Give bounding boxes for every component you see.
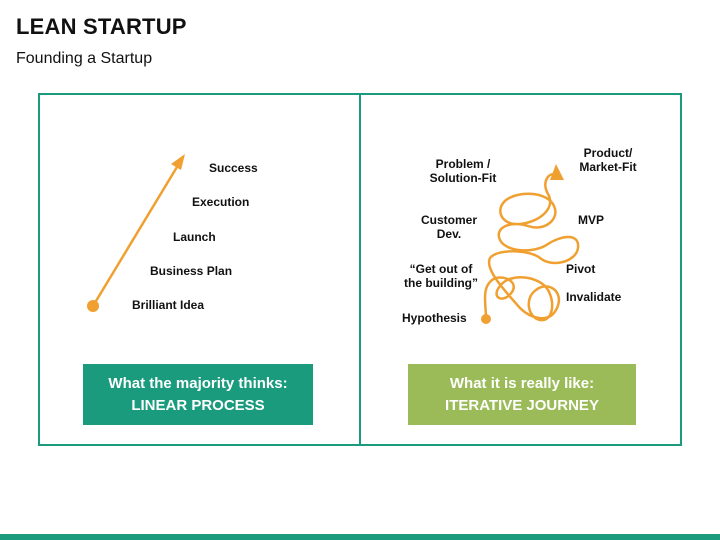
label-mvp: MVP — [578, 213, 605, 227]
label-customer-dev: Customer Dev. — [420, 213, 477, 241]
footer-accent-bar — [0, 534, 720, 540]
step-business-plan: Business Plan — [150, 264, 233, 278]
linear-arrow-head — [171, 154, 185, 170]
step-launch: Launch — [173, 230, 216, 244]
iterative-start-dot — [481, 314, 491, 324]
iterative-arrow-head — [550, 164, 564, 180]
linear-arrow-line — [91, 161, 182, 307]
page-subtitle: Founding a Startup — [16, 50, 153, 67]
iterative-squiggle — [481, 164, 580, 324]
iterative-panel — [359, 93, 682, 446]
linear-process-caption: What the majority thinks: LINEAR PROCESS — [83, 364, 313, 425]
step-brilliant-idea: Brilliant Idea — [132, 298, 205, 312]
label-problem-solution-fit: Problem / Solution-Fit — [429, 157, 497, 185]
iterative-journey-caption: What it is really like: ITERATIVE JOURNE… — [408, 364, 636, 425]
page-title: LEAN STARTUP — [16, 14, 187, 39]
step-success: Success — [209, 161, 258, 175]
linear-start-dot — [87, 300, 99, 312]
linear-arrow — [87, 154, 185, 312]
label-invalidate: Invalidate — [566, 290, 622, 304]
label-get-out-of-building: “Get out of the building” — [404, 262, 478, 290]
step-execution: Execution — [192, 195, 250, 209]
label-pivot: Pivot — [566, 262, 596, 276]
label-hypothesis: Hypothesis — [402, 311, 467, 325]
label-product-market-fit: Product/ Market-Fit — [579, 146, 637, 174]
iterative-path — [483, 173, 580, 322]
